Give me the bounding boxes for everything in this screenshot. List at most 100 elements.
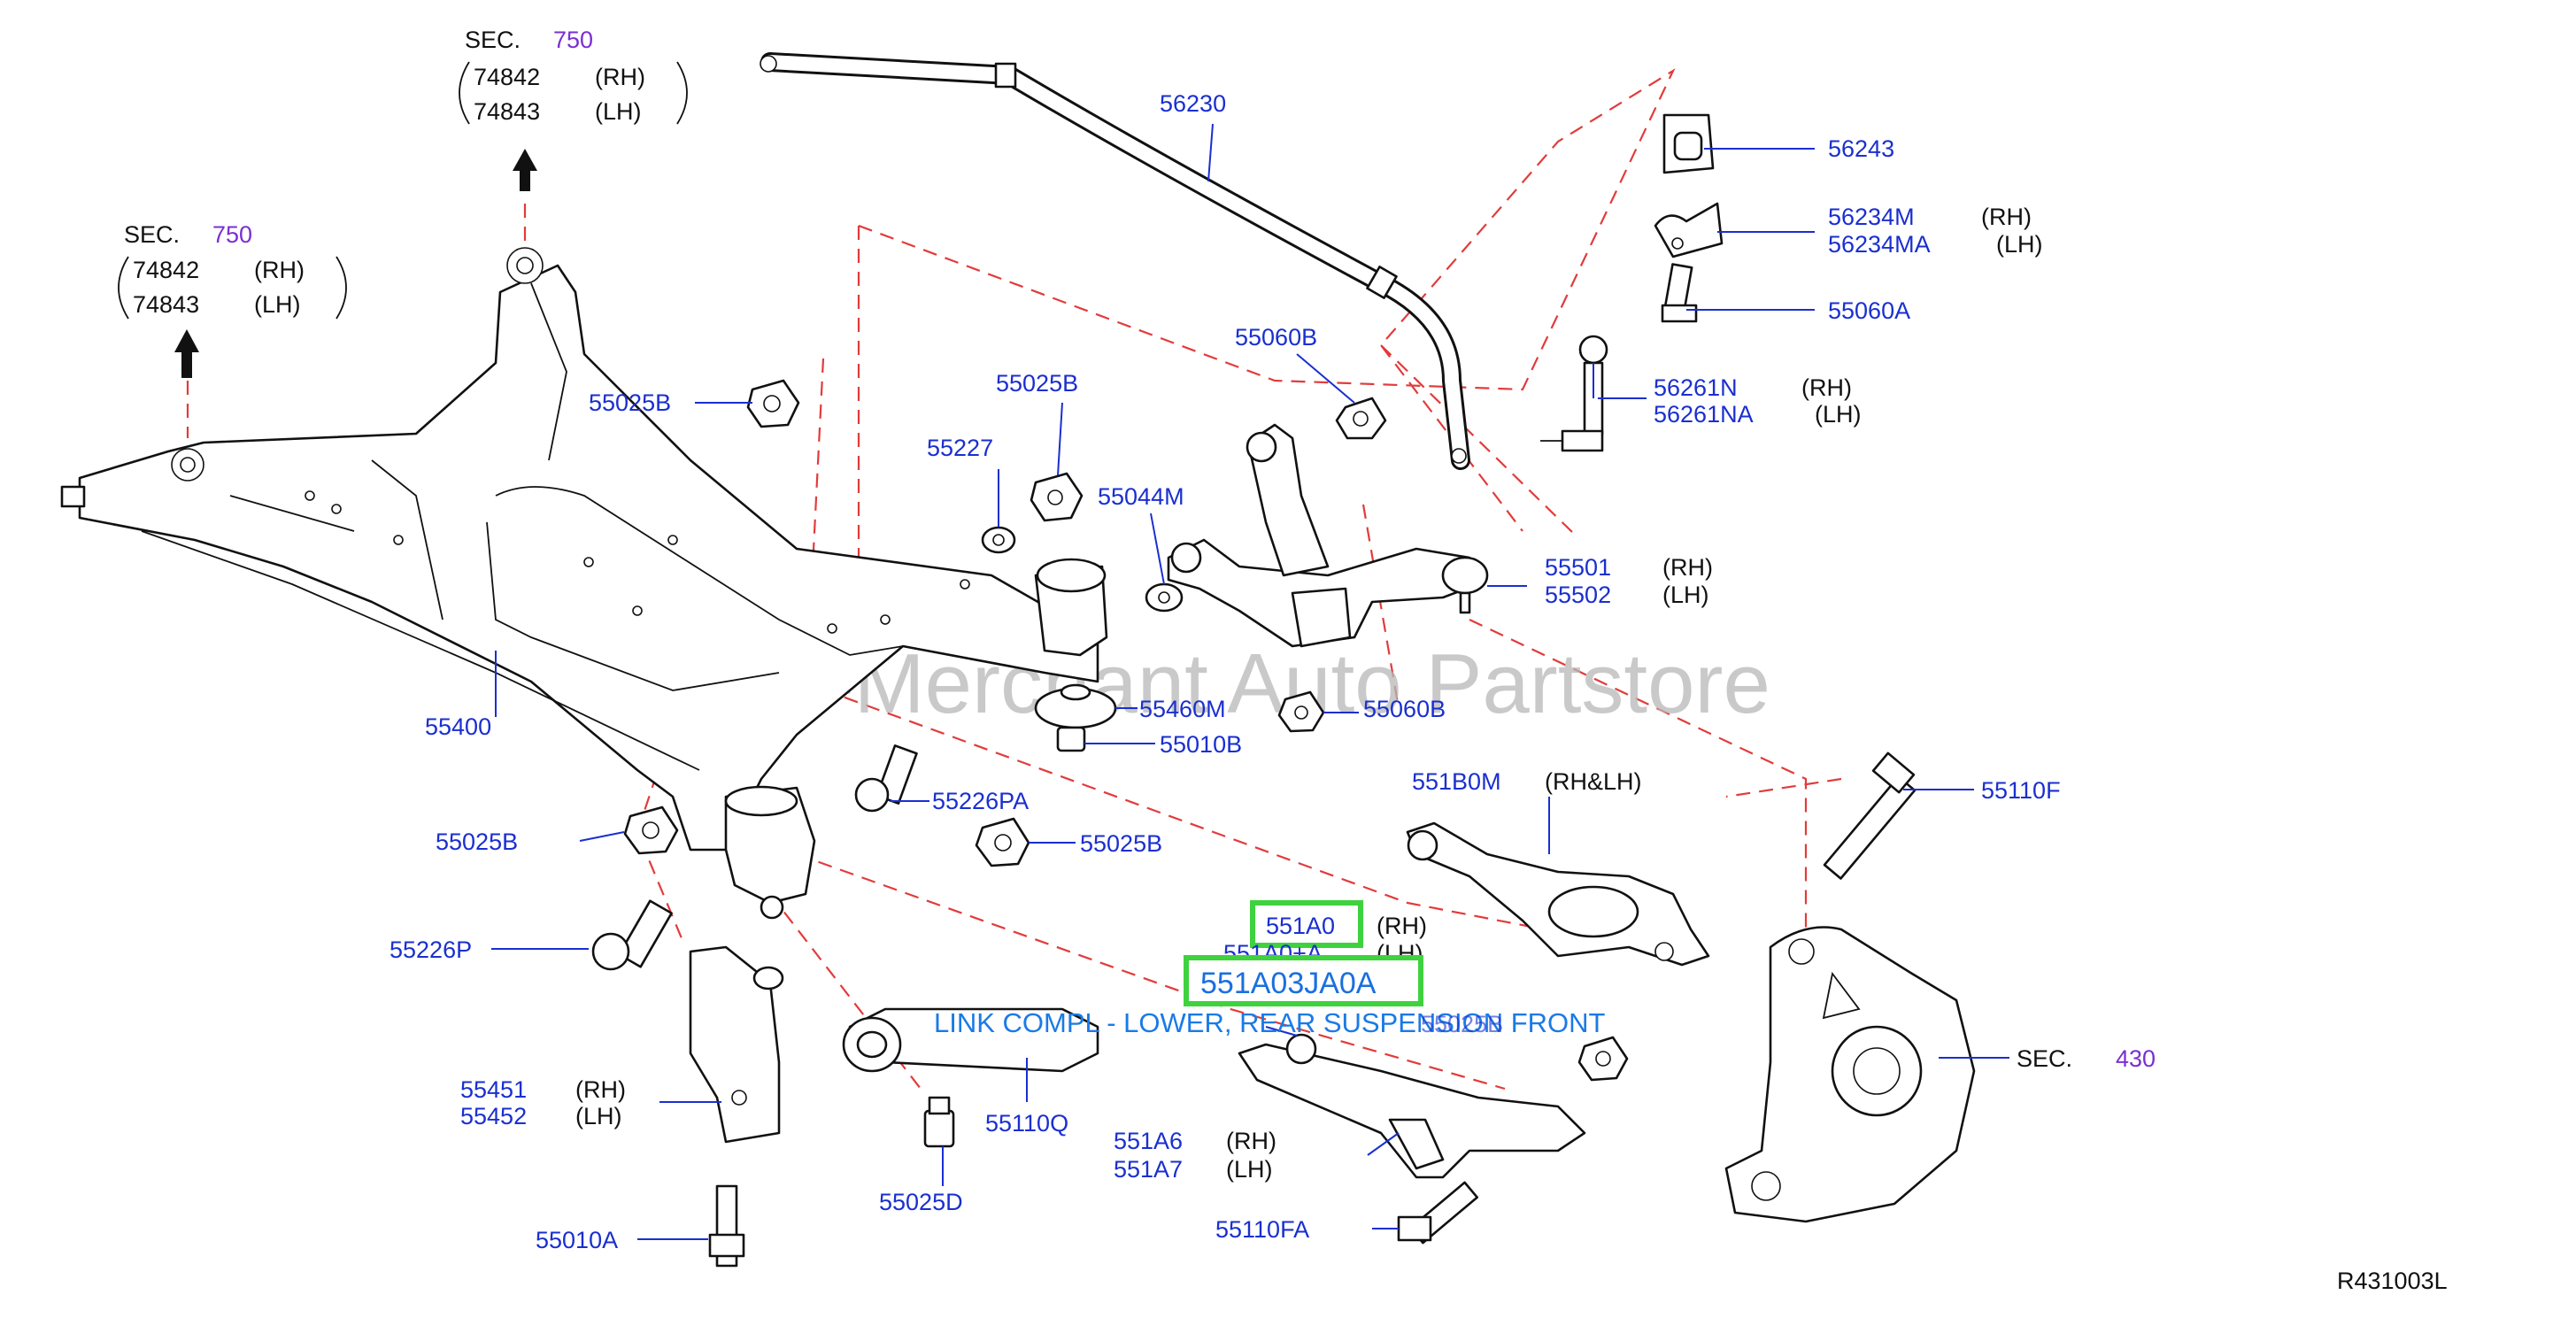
label-55025B-3[interactable]: 55025B [1080, 830, 1162, 857]
label-55044M[interactable]: 55044M [1098, 483, 1184, 510]
bolt-55226P-part [591, 899, 673, 971]
sec-top-number[interactable]: 750 [553, 27, 593, 53]
label-56261N[interactable]: 56261N [1654, 374, 1738, 401]
label-55010B[interactable]: 55010B [1160, 731, 1242, 758]
label-55025B-4[interactable]: 55025B [436, 829, 518, 855]
bolt-55110FA-part [1397, 1181, 1479, 1245]
arrow-up-top-icon [513, 149, 537, 191]
label-55025D[interactable]: 55025D [879, 1189, 963, 1215]
nut-55060B-upper-part [1335, 397, 1387, 440]
label-56234M[interactable]: 56234M [1828, 204, 1915, 230]
paren-left [459, 61, 470, 125]
highlight-box-551A03JA0A [1184, 955, 1423, 1006]
guide-upper-bolt [1361, 504, 1400, 709]
paren-right [676, 61, 688, 125]
nut-55025B-right-part [1577, 1036, 1629, 1082]
label-55502-side: (LH) [1662, 582, 1709, 608]
sec-left-row2-num: 74843 [133, 291, 199, 318]
label-551B0M[interactable]: 551B0M [1412, 768, 1501, 795]
sec-knuckle-label: SEC. [2017, 1045, 2072, 1072]
label-55060B-lower[interactable]: 55060B [1363, 696, 1446, 722]
knuckle-part [1724, 926, 1976, 1223]
label-55460M[interactable]: 55460M [1139, 696, 1226, 722]
part-labels: 56230 56243 56234M (RH) 56234MA (LH) 550… [389, 90, 2061, 1253]
label-55451-side: (RH) [575, 1076, 626, 1103]
label-55025B-2[interactable]: 55025B [996, 370, 1078, 397]
label-55501-side: (RH) [1662, 554, 1713, 581]
upper-arm-part [1167, 423, 1489, 648]
sec-left-row2-side: (LH) [254, 291, 301, 318]
stabilizer-link-part [1540, 335, 1608, 452]
sec-ref-left: SEC. 750 74842 (RH) 74843 (LH) [118, 221, 347, 320]
sec-left-number[interactable]: 750 [212, 221, 252, 248]
label-56234M-side: (RH) [1981, 204, 2032, 230]
guide-knuckle-mid [1725, 777, 1842, 798]
label-56261N-side: (RH) [1801, 374, 1852, 401]
nut-55060B-lower-part [1277, 690, 1325, 733]
nut-55025B-left-part [746, 379, 800, 428]
label-56261NA[interactable]: 56261NA [1654, 401, 1754, 428]
label-55010A[interactable]: 55010A [536, 1227, 618, 1253]
label-56243[interactable]: 56243 [1828, 135, 1894, 162]
label-56230[interactable]: 56230 [1160, 90, 1226, 117]
leader-lines [491, 123, 2009, 1240]
stabilizer-bar-part [760, 52, 1470, 470]
label-55025B-1[interactable]: 55025B [589, 389, 671, 416]
bolt-55110F-part [1823, 751, 1917, 880]
guide-upper-arm-box [858, 68, 1676, 532]
nut-55025B-upper-part [1030, 472, 1084, 522]
sec-top-label: SEC. [465, 27, 521, 53]
label-55400[interactable]: 55400 [425, 713, 491, 740]
arrow-up-left-icon [174, 329, 199, 378]
label-55110FA[interactable]: 55110FA [1215, 1216, 1309, 1243]
label-56234MA[interactable]: 56234MA [1828, 231, 1931, 258]
label-551A0-side: (RH) [1377, 913, 1427, 939]
sec-left-row1-num: 74842 [133, 257, 199, 283]
stabilizer-clamp-part [1654, 202, 1724, 258]
sec-left-label: SEC. [124, 221, 180, 248]
nut-55025D-part [923, 1096, 955, 1148]
label-551A03JA0A[interactable]: 551A03JA0A [1200, 967, 1377, 1000]
label-55451[interactable]: 55451 [460, 1076, 527, 1103]
label-55226P[interactable]: 55226P [389, 936, 472, 963]
label-55502[interactable]: 55502 [1545, 582, 1611, 608]
label-551A0[interactable]: 551A0 [1266, 913, 1335, 939]
label-55060B-upper[interactable]: 55060B [1235, 324, 1317, 351]
sec-top-row1-num: 74842 [474, 64, 540, 90]
label-551A6-side: (RH) [1226, 1128, 1276, 1154]
label-55110Q[interactable]: 55110Q [985, 1110, 1068, 1137]
paren-left [118, 256, 129, 320]
label-55060A[interactable]: 55060A [1828, 297, 1910, 324]
label-56234MA-side: (LH) [1996, 231, 2043, 258]
diagram-code: R431003L [2337, 1268, 2448, 1294]
label-55110F[interactable]: 55110F [1981, 777, 2061, 804]
nut-55025B-mid-part [975, 817, 1030, 867]
washer-55044M-part [1145, 582, 1184, 613]
label-551A7[interactable]: 551A7 [1114, 1156, 1183, 1183]
label-55501[interactable]: 55501 [1545, 554, 1611, 581]
bolt-55010A-part [708, 1184, 745, 1268]
sec-ref-knuckle: SEC. 430 [2017, 1045, 2156, 1072]
guide-nut-d [769, 893, 922, 1090]
label-55452-side: (LH) [575, 1103, 622, 1129]
sec-left-row1-side: (RH) [254, 257, 305, 283]
guide-lower-link [796, 852, 1506, 1091]
lower-link-551A6-part [1238, 1033, 1586, 1179]
label-55226PA[interactable]: 55226PA [932, 788, 1029, 814]
sec-top-row2-side: (LH) [595, 98, 642, 125]
sec-top-row2-num: 74843 [474, 98, 540, 125]
label-55227[interactable]: 55227 [927, 435, 993, 461]
highlight-box-551A0 [1250, 900, 1363, 948]
label-55025B-5[interactable]: 55025B [1421, 1011, 1503, 1037]
label-551A6[interactable]: 551A6 [1114, 1128, 1183, 1154]
front-link-551A0-part [842, 1007, 1099, 1073]
washer-55227-part [981, 526, 1016, 554]
bracket-55451-part [689, 945, 784, 1144]
label-551B0M-side: (RH&LH) [1545, 768, 1642, 795]
sec-knuckle-number[interactable]: 430 [2116, 1045, 2156, 1072]
link-description[interactable]: LINK COMPL - LOWER, REAR SUSPENSION FRON… [934, 1007, 1606, 1038]
guide-knuckle-top [1469, 619, 1808, 938]
bolt-55010B-part [1056, 726, 1086, 752]
label-55452[interactable]: 55452 [460, 1103, 527, 1129]
